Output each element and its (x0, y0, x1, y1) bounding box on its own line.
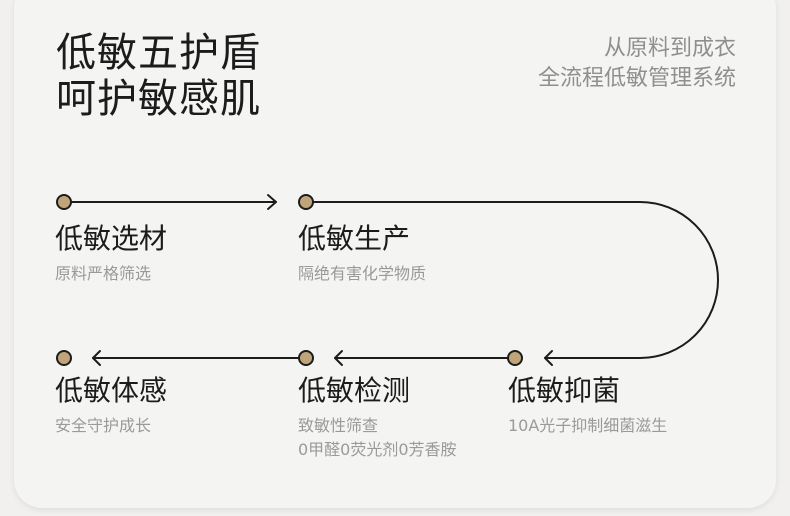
headline: 低敏五护盾 呵护敏感肌 (56, 30, 261, 122)
headline-line-1: 低敏五护盾 (56, 30, 261, 76)
step-title: 低敏生产 (298, 222, 411, 255)
step-desc: 10A光子抑制细菌滋生 (508, 416, 668, 435)
step-desc: 致敏性筛查 (298, 416, 379, 435)
step-node-5 (56, 350, 72, 366)
step-node-2 (298, 194, 314, 210)
step-title: 低敏选材 (55, 222, 168, 255)
step-node-4 (298, 350, 314, 366)
arrow-head-left-icon (92, 350, 101, 366)
arrow-head-right-icon (267, 194, 277, 210)
headline-line-2: 呵护敏感肌 (56, 76, 261, 122)
step-2: 低敏生产 隔绝有害化学物质 (298, 222, 426, 286)
tagline-line-2: 全流程低敏管理系统 (537, 66, 736, 91)
step-3: 低敏抑菌 10A光子抑制细菌滋生 (508, 374, 667, 438)
arrow-head-left-icon (334, 350, 343, 366)
arrow-head-left-icon (544, 350, 553, 366)
step-desc: 隔绝有害化学物质 (298, 264, 427, 283)
step-1: 低敏选材 原料严格筛选 (55, 222, 167, 286)
tagline: 从原料到成衣 全流程低敏管理系统 (538, 34, 736, 94)
step-desc-secondary: 0甲醛0荧光剂0芳香胺 (298, 440, 457, 459)
step-desc: 原料严格筛选 (55, 264, 152, 283)
content-card (14, 0, 776, 508)
step-desc: 安全守护成长 (55, 416, 152, 435)
step-title: 低敏体感 (55, 374, 168, 407)
step-node-1 (56, 194, 72, 210)
step-node-3 (507, 350, 523, 366)
step-4: 低敏检测 致敏性筛查 0甲醛0荧光剂0芳香胺 (298, 374, 457, 462)
tagline-line-1: 从原料到成衣 (603, 36, 736, 61)
step-title: 低敏检测 (298, 374, 411, 407)
connector-2-3 (305, 201, 719, 359)
step-title: 低敏抑菌 (508, 374, 621, 407)
step-5: 低敏体感 安全守护成长 (55, 374, 167, 438)
